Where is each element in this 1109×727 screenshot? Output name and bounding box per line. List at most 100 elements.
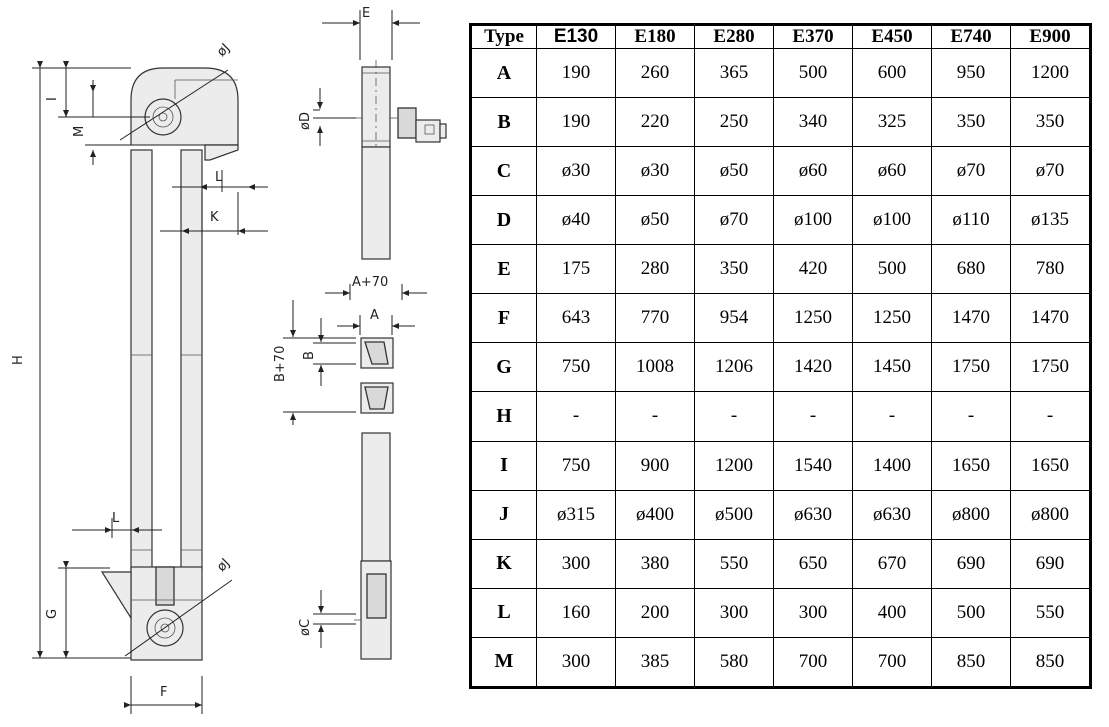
- table-cell: 1540: [773, 440, 853, 491]
- table-cell: 750: [536, 440, 616, 491]
- table-cell: ø60: [773, 146, 853, 197]
- table-cell: 1400: [852, 440, 932, 491]
- table-cell: 300: [694, 587, 774, 638]
- table-cell: 690: [1010, 538, 1090, 589]
- table-cell: 1200: [694, 440, 774, 491]
- label-J-bottom: øJ: [214, 556, 233, 575]
- table-cell: 1470: [931, 293, 1011, 344]
- label-H: H: [11, 355, 26, 365]
- table-cell: 770: [615, 293, 695, 344]
- side-view: E øD A+70 A: [273, 6, 447, 660]
- table-cell: 300: [773, 587, 853, 638]
- table-cell: 250: [694, 97, 774, 148]
- table-cell: 400: [852, 587, 932, 638]
- table-cell: ø40: [536, 195, 616, 246]
- table-cell: 350: [931, 97, 1011, 148]
- table-cell: 670: [852, 538, 932, 589]
- table-cell: 954: [694, 293, 774, 344]
- table-cell: 500: [931, 587, 1011, 638]
- table-cell: 1450: [852, 342, 932, 393]
- table-cell: 780: [1010, 244, 1090, 295]
- table-cell: ø100: [852, 195, 932, 246]
- table-cell: 350: [694, 244, 774, 295]
- table-cell: 600: [852, 47, 932, 99]
- up-leg: [130, 149, 153, 571]
- table-cell: 700: [852, 636, 932, 688]
- header-type: Type: [471, 25, 537, 49]
- elevator-dimension-drawing: H I M øJ L K L øJ: [11, 6, 447, 714]
- table-header-row: Type E130 E180 E280 E370 E450 E740 E900: [471, 25, 1090, 49]
- table-cell: 1650: [1010, 440, 1090, 491]
- table-cell: ø800: [931, 489, 1011, 540]
- table-cell: ø110: [931, 195, 1011, 246]
- header-model: E900: [1010, 25, 1090, 49]
- table-row: H-------: [471, 391, 1090, 442]
- row-label: D: [471, 195, 537, 246]
- table-cell: 420: [773, 244, 853, 295]
- table-cell: 1750: [931, 342, 1011, 393]
- table-cell: ø50: [694, 146, 774, 197]
- table-cell: -: [1010, 391, 1090, 442]
- label-I: I: [45, 97, 60, 101]
- table-cell: -: [536, 391, 616, 442]
- dimension-table: Type E130 E180 E280 E370 E450 E740 E900 …: [471, 25, 1090, 688]
- label-M: M: [72, 126, 87, 137]
- label-B70: B+70: [273, 346, 288, 382]
- table-cell: ø500: [694, 489, 774, 540]
- table-cell: 680: [931, 244, 1011, 295]
- label-K: K: [210, 210, 219, 225]
- table-cell: ø630: [852, 489, 932, 540]
- row-label: H: [471, 391, 537, 442]
- row-label: C: [471, 146, 537, 197]
- table-cell: 1470: [1010, 293, 1090, 344]
- table-cell: 1206: [694, 342, 774, 393]
- label-E: E: [362, 6, 370, 21]
- table-cell: 700: [773, 636, 853, 688]
- table-cell: -: [931, 391, 1011, 442]
- header-model: E180: [615, 25, 695, 49]
- label-L-bottom: L: [112, 511, 120, 526]
- header-model: E740: [931, 25, 1011, 49]
- bucket-section: [360, 337, 394, 414]
- table-cell: 325: [852, 97, 932, 148]
- table-cell: ø315: [536, 489, 616, 540]
- table-cell: ø630: [773, 489, 853, 540]
- row-label: E: [471, 244, 537, 295]
- table-cell: -: [694, 391, 774, 442]
- table-cell: 1200: [1010, 47, 1090, 99]
- label-A70: A+70: [352, 275, 388, 290]
- table-cell: 300: [536, 538, 616, 589]
- table-cell: 1750: [1010, 342, 1090, 393]
- header-model: E450: [852, 25, 932, 49]
- table-cell: ø800: [1010, 489, 1090, 540]
- label-D: øD: [298, 112, 313, 130]
- table-cell: ø70: [694, 195, 774, 246]
- discharge-spout: [204, 144, 239, 161]
- table-cell: 280: [615, 244, 695, 295]
- table-cell: 643: [536, 293, 616, 344]
- table-cell: 950: [931, 47, 1011, 99]
- table-cell: ø70: [1010, 146, 1090, 197]
- table-cell: 340: [773, 97, 853, 148]
- table-cell: 1250: [852, 293, 932, 344]
- row-label: B: [471, 97, 537, 148]
- table-cell: 580: [694, 636, 774, 688]
- header-model: E370: [773, 25, 853, 49]
- table-cell: ø30: [615, 146, 695, 197]
- label-B: B: [302, 351, 317, 360]
- front-view: H I M øJ L K L øJ: [11, 41, 268, 714]
- table-cell: 190: [536, 47, 616, 99]
- table-cell: 380: [615, 538, 695, 589]
- table-cell: 650: [773, 538, 853, 589]
- table-cell: ø70: [931, 146, 1011, 197]
- table-cell: 850: [931, 636, 1011, 688]
- head-housing: [130, 67, 239, 146]
